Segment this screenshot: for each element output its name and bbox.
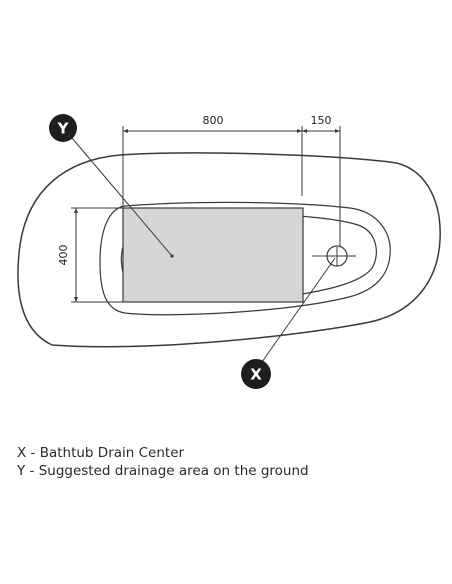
marker-x bbox=[241, 359, 271, 389]
leader-y-dot bbox=[170, 254, 174, 258]
tub-outer-shell bbox=[17, 152, 441, 348]
marker-y-label: Y bbox=[57, 120, 70, 138]
marker-x-label: X bbox=[250, 366, 262, 384]
dim-arrow-top bbox=[74, 208, 78, 213]
dim-arrow-left bbox=[123, 129, 128, 133]
legend: X - Bathtub Drain Center Y - Suggested d… bbox=[17, 444, 309, 480]
dim-arrow-middle-right bbox=[302, 129, 307, 133]
dim-arrow-bottom bbox=[74, 297, 78, 302]
tub-inner-rim bbox=[99, 201, 391, 316]
legend-x-line: X - Bathtub Drain Center bbox=[17, 445, 185, 461]
dim-label-height: 400 bbox=[57, 245, 70, 266]
marker-y bbox=[49, 114, 77, 142]
dim-arrow-right bbox=[335, 129, 340, 133]
dim-label-offset: 150 bbox=[311, 114, 332, 127]
drainage-area bbox=[122, 207, 304, 303]
dim-label-width: 800 bbox=[203, 114, 224, 127]
leader-x bbox=[261, 257, 336, 363]
leader-y bbox=[71, 137, 173, 257]
legend-y-line: Y - Suggested drainage area on the groun… bbox=[17, 463, 309, 479]
dim-arrow-middle-left bbox=[297, 129, 302, 133]
